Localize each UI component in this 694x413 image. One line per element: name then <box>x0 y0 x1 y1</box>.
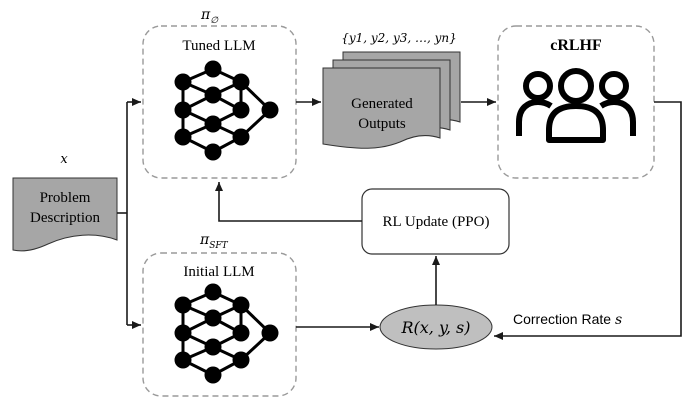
initial-llm-label: Initial LLM <box>183 264 254 280</box>
arrow-rl-to-tuned <box>215 182 362 222</box>
rl-update-label: RL Update (PPO) <box>383 214 490 230</box>
tuned-llm-label: Tuned LLM <box>182 38 255 54</box>
initial-llm-symbol: πSFT <box>199 232 229 251</box>
outputs-line-1: Generated <box>351 96 413 112</box>
problem-description-doc <box>12 177 118 252</box>
doc-line-2: Description <box>30 210 100 226</box>
people-group-icon <box>516 68 636 143</box>
correction-rate-label: Correction Rate s <box>513 311 622 328</box>
outputs-set-label: {y1, y2, y3, …, yn} <box>341 31 457 45</box>
crlhf-label: cRLHF <box>550 37 602 54</box>
feedback-line <box>494 101 682 340</box>
doc-line-1: Problem <box>40 190 91 206</box>
outputs-line-2: Outputs <box>358 116 406 132</box>
tuned-llm-symbol: π∅ <box>200 7 219 26</box>
input-symbol: x <box>60 152 68 167</box>
reward-label: R(x, y, s) <box>400 318 470 337</box>
output-doc-front <box>322 67 441 149</box>
